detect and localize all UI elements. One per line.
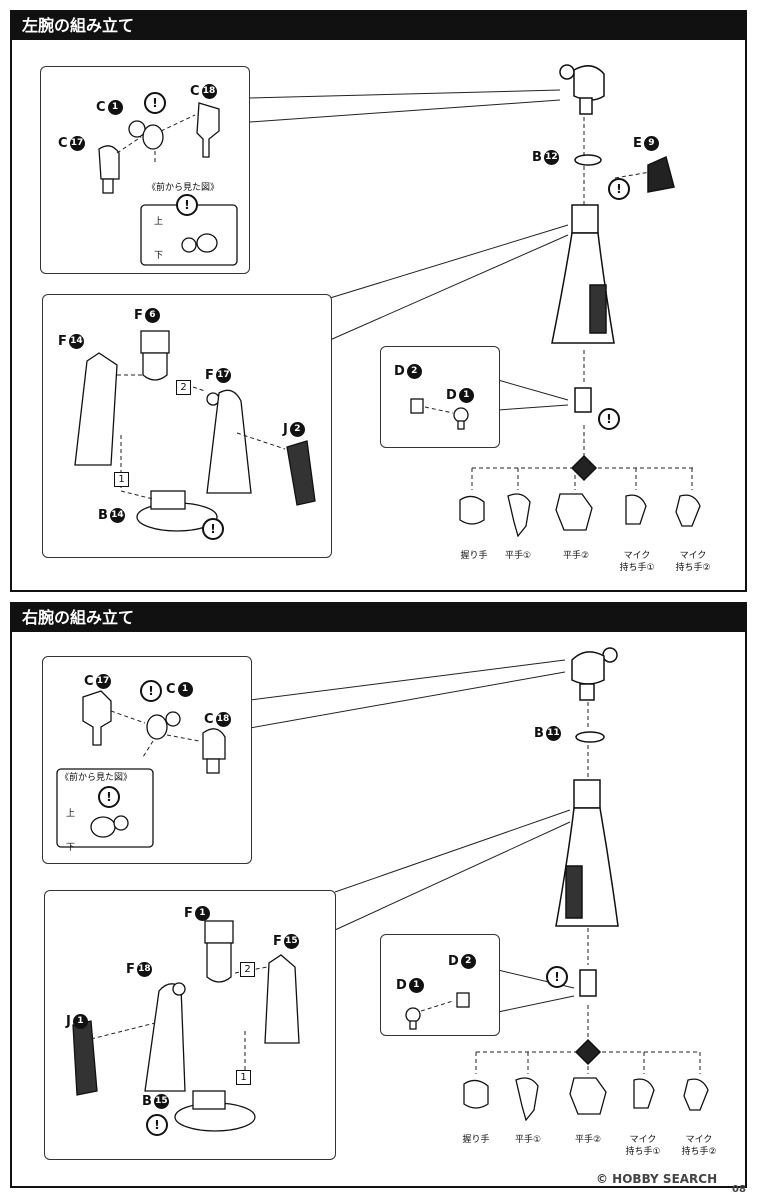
watermark: © HOBBY SEARCH xyxy=(596,1172,718,1186)
step-1-marker: 1 xyxy=(236,1070,251,1085)
section-title: 右腕の組み立て xyxy=(12,604,745,632)
step-1-marker: 1 xyxy=(114,472,129,487)
hand-label-open-2: 平手② xyxy=(562,551,590,561)
right-wrist-detail-panel xyxy=(380,934,500,1036)
left-arm-section: 左腕の組み立て xyxy=(10,10,747,592)
hand-label-mic-1: マイク 持ち手① xyxy=(625,1135,661,1157)
right-arm-section: 右腕の組み立て xyxy=(10,602,747,1188)
warning-icon: ! xyxy=(146,1114,168,1136)
warning-icon: ! xyxy=(608,178,630,200)
front-view-label: 《前から見た図》 xyxy=(60,773,133,783)
hand-label-mic-1: マイク 持ち手① xyxy=(619,551,655,573)
warning-icon: ! xyxy=(202,518,224,540)
hand-label-mic-2: マイク 持ち手② xyxy=(681,1135,717,1157)
step-2-marker: 2 xyxy=(176,380,191,395)
hand-label-fist: 握り手 xyxy=(462,1135,490,1145)
warning-icon: ! xyxy=(98,786,120,808)
warning-icon: ! xyxy=(176,194,198,216)
section-title: 左腕の組み立て xyxy=(12,12,745,40)
hand-label-open-1: 平手① xyxy=(504,551,532,561)
page-number: 08 xyxy=(732,1184,746,1195)
up-label: 上 xyxy=(66,809,76,819)
warning-icon: ! xyxy=(144,92,166,114)
warning-icon: ! xyxy=(140,680,162,702)
hand-label-open-2: 平手② xyxy=(574,1135,602,1145)
hand-label-open-1: 平手① xyxy=(514,1135,542,1145)
down-label: 下 xyxy=(66,843,76,853)
left-wrist-detail-panel xyxy=(380,346,500,448)
hand-label-fist: 握り手 xyxy=(460,551,488,561)
warning-icon: ! xyxy=(598,408,620,430)
down-label: 下 xyxy=(154,251,164,261)
step-2-marker: 2 xyxy=(240,962,255,977)
right-shoulder-detail-panel xyxy=(42,656,252,864)
warning-icon: ! xyxy=(546,966,568,988)
front-view-label: 《前から見た図》 xyxy=(147,183,220,193)
up-label: 上 xyxy=(154,217,164,227)
hand-label-mic-2: マイク 持ち手② xyxy=(675,551,711,573)
left-upper-arm-detail-panel xyxy=(42,294,332,558)
